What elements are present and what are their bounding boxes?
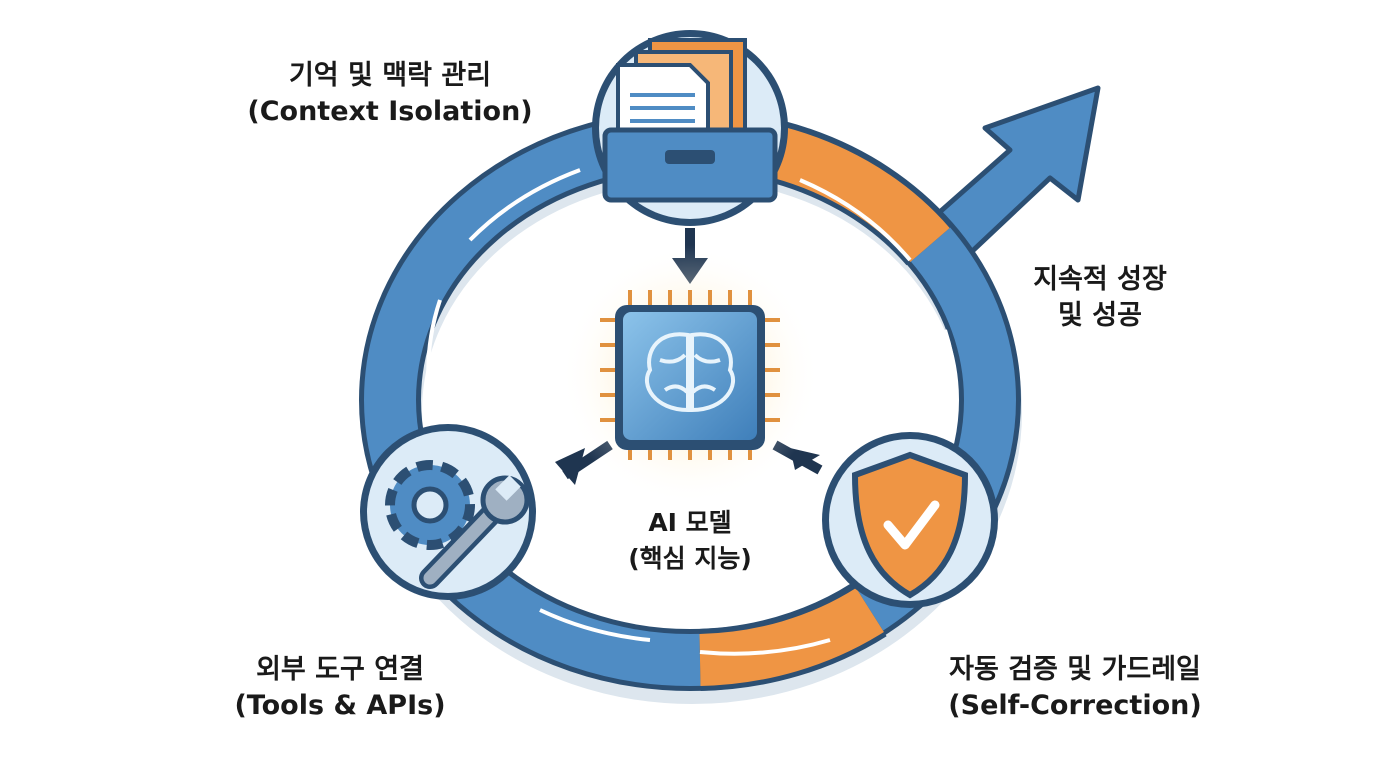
growth-line2: 및 성공 — [1058, 300, 1142, 331]
gear-icon — [385, 460, 475, 550]
model-label: AI 모델 (핵심 지능) — [590, 505, 790, 577]
verify-title: 자동 검증 및 가드레일 — [949, 654, 1201, 685]
verify-subtitle: (Self-Correction) — [948, 690, 1202, 721]
verify-label: 자동 검증 및 가드레일 (Self-Correction) — [910, 652, 1240, 724]
wrench-icon — [419, 475, 530, 589]
memory-node — [592, 30, 788, 226]
growth-line1: 지속적 성장 — [1033, 264, 1167, 295]
memory-subtitle: (Context Isolation) — [247, 96, 533, 127]
tools-label: 외부 도구 연결 (Tools & APIs) — [195, 652, 485, 724]
model-title: AI 모델 — [648, 508, 732, 537]
brain-icon — [644, 332, 736, 413]
memory-title: 기억 및 맥락 관리 — [288, 60, 492, 91]
ai-chip-icon — [560, 245, 820, 505]
model-subtitle: (핵심 지능) — [628, 544, 752, 573]
verify-node — [822, 432, 998, 608]
memory-label: 기억 및 맥락 관리 (Context Isolation) — [220, 58, 560, 130]
tools-subtitle: (Tools & APIs) — [234, 690, 446, 721]
shield-check-icon — [851, 451, 969, 599]
tools-node — [360, 424, 536, 600]
growth-label: 지속적 성장 및 성공 — [990, 262, 1210, 334]
tools-title: 외부 도구 연결 — [256, 654, 424, 685]
file-drawer-icon — [602, 38, 778, 203]
growth-arrow-icon — [922, 85, 1101, 261]
